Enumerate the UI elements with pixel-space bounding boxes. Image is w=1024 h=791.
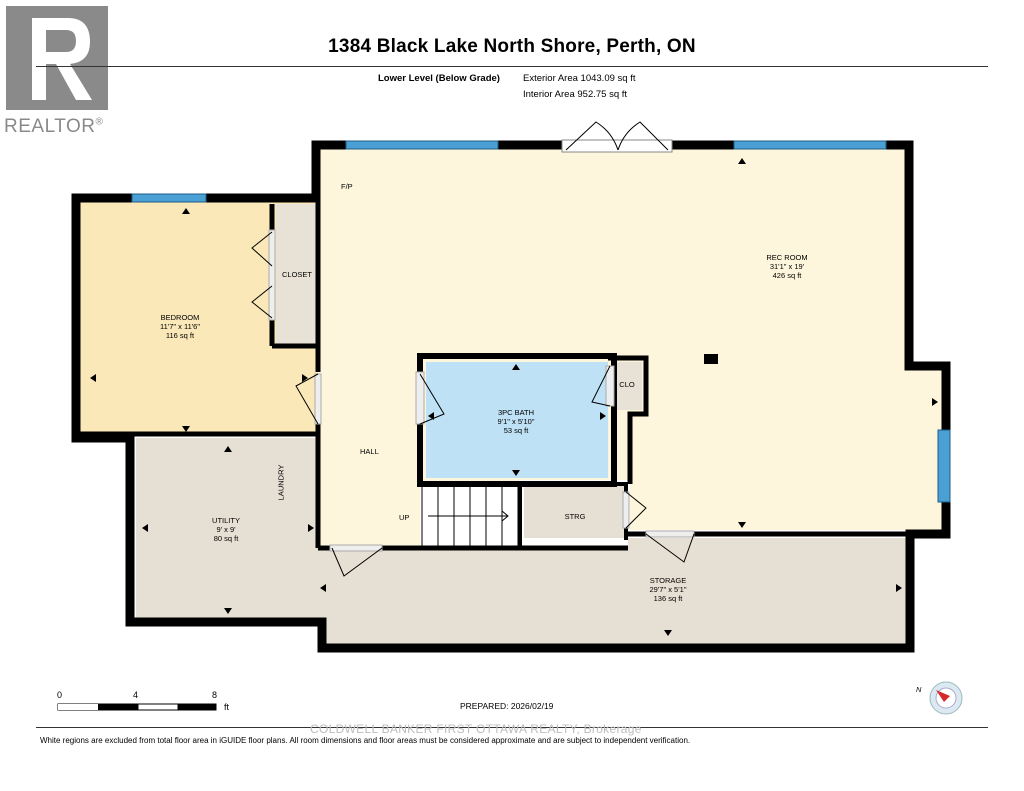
- rec-room-area: 426 sq ft: [772, 271, 802, 280]
- compass-icon: [929, 681, 963, 715]
- bedroom-area: 116 sq ft: [165, 331, 195, 340]
- closet-floor: [276, 204, 318, 346]
- storage-name: STORAGE: [649, 576, 687, 585]
- strg-label: STRG: [564, 512, 586, 521]
- hall-label: HALL: [360, 447, 379, 456]
- door-swings: [251, 229, 695, 577]
- scale-label-0: 0: [57, 690, 63, 700]
- brokerage-watermark: COLDWELL BANKER FIRST OTTAWA REALTY, Bro…: [310, 722, 642, 736]
- utility-label: UTILITY 9' x 9' 80 sq ft: [186, 516, 266, 543]
- bath-floor: [426, 362, 608, 478]
- laundry-label: LAUNDRY: [276, 464, 286, 501]
- realtor-logo: [6, 6, 108, 110]
- scale-unit: ft: [224, 702, 230, 712]
- bedroom-dims: 11'7" x 11'6": [159, 322, 201, 331]
- bath-dims: 9'1" x 5'10": [497, 417, 535, 426]
- rec-room-dims: 31'1" x 19': [769, 262, 805, 271]
- utility-dims: 9' x 9': [216, 525, 236, 534]
- scale-label-4: 4: [133, 690, 139, 700]
- exterior-area: Exterior Area 1043.09 sq ft: [523, 73, 636, 84]
- rec-room-label: REC ROOM 31'1" x 19' 426 sq ft: [742, 253, 832, 280]
- bath-label: 3PC BATH 9'1" x 5'10" 53 sq ft: [476, 408, 556, 435]
- stairs-floor: [420, 484, 518, 546]
- storage-area: 136 sq ft: [653, 594, 683, 603]
- bedroom-label: BEDROOM 11'7" x 11'6" 116 sq ft: [140, 313, 220, 340]
- bath-area: 53 sq ft: [503, 426, 529, 435]
- footer-disclaimer: White regions are excluded from total fl…: [40, 736, 691, 745]
- footer-divider: [36, 727, 988, 728]
- post: [704, 354, 718, 364]
- rec-room-floor: [318, 148, 942, 545]
- prepared-date: PREPARED: 2026/02/19: [460, 701, 554, 711]
- utility-area: 80 sq ft: [213, 534, 239, 543]
- strg-floor: [524, 486, 626, 538]
- dimension-arrows: [90, 158, 938, 636]
- closet-label: CLOSET: [281, 270, 312, 279]
- storage-label: STORAGE 29'7" x 5'1" 136 sq ft: [628, 576, 708, 603]
- rec-room-name: REC ROOM: [766, 253, 808, 262]
- interior-area: Interior Area 952.75 sq ft: [523, 89, 628, 100]
- scale-label-8: 8: [212, 690, 218, 700]
- clo-label: CLO: [619, 380, 635, 389]
- page-title: 1384 Black Lake North Shore, Perth, ON: [328, 36, 696, 57]
- scale-bar: [57, 703, 217, 711]
- up-label: UP: [399, 513, 410, 522]
- windows: [131, 140, 951, 503]
- level-label: Lower Level (Below Grade): [378, 73, 500, 84]
- fireplace-label: F/P: [341, 182, 353, 191]
- stairs: [421, 485, 519, 547]
- utility-floor: [136, 438, 318, 618]
- header-divider: [36, 66, 988, 67]
- realtor-r-mark-icon: [6, 6, 108, 110]
- storage-floor: [318, 538, 906, 644]
- bedroom-name: BEDROOM: [160, 313, 200, 322]
- storage-dims: 29'7" x 5'1": [649, 585, 687, 594]
- bath-name: 3PC BATH: [497, 408, 535, 417]
- utility-name: UTILITY: [212, 516, 240, 525]
- compass-north-label: N: [916, 685, 922, 694]
- realtor-wordmark: REALTOR®: [4, 116, 104, 137]
